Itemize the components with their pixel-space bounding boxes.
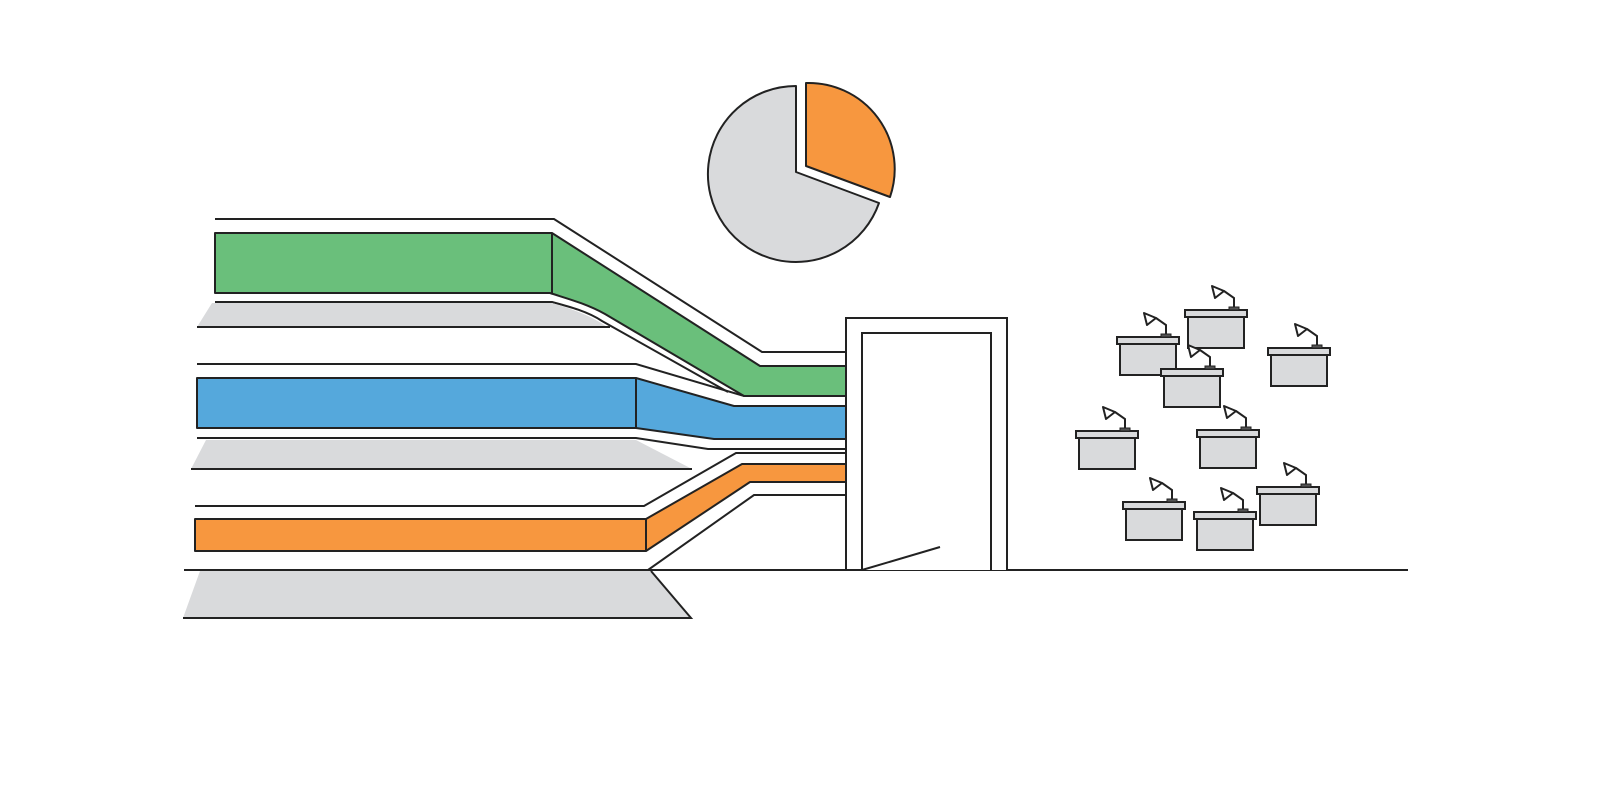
green-stream-base-edge	[215, 301, 729, 393]
desk-lamp-icon	[1149, 477, 1178, 503]
desk-lamp-icon	[1220, 487, 1249, 513]
pie-chart	[706, 81, 896, 263]
blue-stream-base-edge	[197, 437, 846, 450]
door-frame-inner	[861, 332, 992, 570]
orange-stream-top-edge	[195, 452, 846, 507]
doorway	[845, 317, 1008, 571]
orange-stream	[194, 463, 847, 552]
orange-stream-base-edge	[184, 494, 846, 571]
desk-6	[1196, 405, 1260, 469]
green-stream-shadow	[197, 303, 607, 327]
open-door-edge	[861, 546, 941, 571]
desk-3	[1267, 323, 1331, 387]
desk-body	[1163, 374, 1221, 408]
pie-slice-highlighted	[805, 81, 896, 198]
desk-top	[1196, 429, 1260, 438]
desk-2	[1184, 285, 1248, 349]
desk-top	[1256, 486, 1320, 495]
orange-stream-shadow	[183, 571, 691, 618]
desk-body	[1259, 492, 1317, 526]
orange-stream-shadow-edge	[183, 570, 694, 619]
desk-8	[1122, 477, 1186, 541]
desk-lamp-icon	[1211, 285, 1240, 311]
desk-top	[1160, 368, 1224, 377]
green-stream-group	[197, 218, 847, 397]
orange-stream-group	[183, 452, 847, 619]
desk-4	[1160, 344, 1224, 408]
desk-top	[1184, 309, 1248, 318]
blue-stream-shadow	[191, 440, 692, 469]
desk-lamp-icon	[1294, 323, 1323, 349]
desk-7	[1256, 462, 1320, 526]
desk-body	[1187, 315, 1245, 349]
desk-top	[1267, 347, 1331, 356]
desk-9	[1193, 487, 1257, 551]
desk-top	[1122, 501, 1186, 510]
blue-stream-top-edge	[197, 363, 846, 397]
desk-lamp-icon	[1143, 312, 1172, 338]
desk-body	[1078, 436, 1136, 470]
green-stream-top-edge	[215, 218, 846, 353]
desk-lamp-icon	[1283, 462, 1312, 488]
desk-body	[1125, 507, 1183, 541]
desk-5	[1075, 406, 1139, 470]
desk-lamp-icon	[1187, 344, 1216, 370]
blue-stream-group	[191, 363, 847, 470]
desk-1	[1116, 312, 1180, 376]
desk-lamp-icon	[1223, 405, 1252, 431]
desk-body	[1270, 353, 1328, 387]
pie-slice-remaining	[706, 85, 880, 263]
desk-top	[1116, 336, 1180, 345]
desk-top	[1075, 430, 1139, 439]
desk-lamp-icon	[1102, 406, 1131, 432]
desk-body	[1196, 517, 1254, 551]
desk-top	[1193, 511, 1257, 520]
desk-body	[1199, 435, 1257, 469]
desk-cluster	[1075, 285, 1331, 551]
